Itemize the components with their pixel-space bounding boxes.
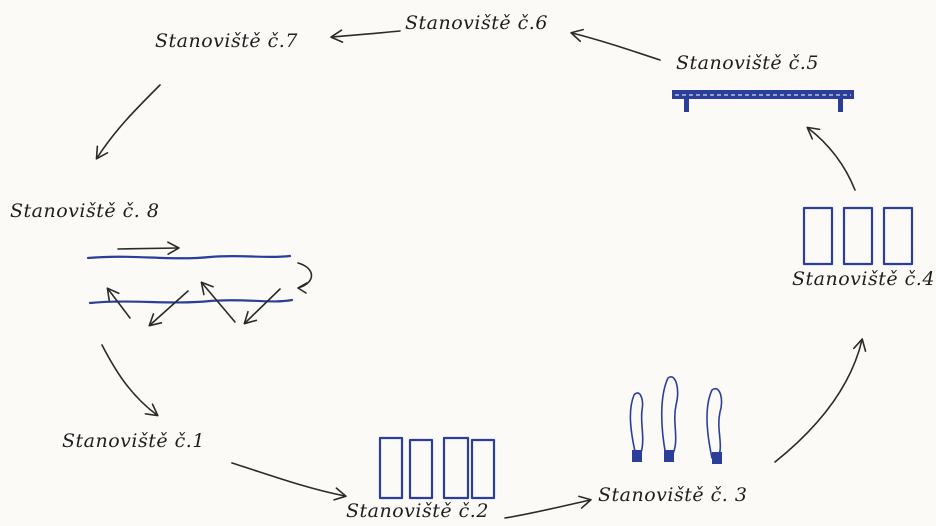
- station-2-boxes: [378, 436, 496, 500]
- station-5-bench: [672, 90, 854, 112]
- station-6-label: Stanoviště č.6: [405, 12, 548, 34]
- station-8-line-bottom: [88, 298, 294, 305]
- arrow-5-to-6: [570, 28, 661, 61]
- station-7-label: Stanoviště č.7: [155, 30, 298, 52]
- station-8-arrow-right: [117, 241, 180, 255]
- station-8-zigzag-4: [243, 288, 281, 325]
- station-8-zigzag-1: [106, 287, 131, 319]
- arrow-7-to-8: [95, 84, 161, 160]
- arrow-2-to-3: [504, 495, 592, 519]
- station-4-label: Stanoviště č.4: [792, 268, 935, 290]
- arrow-3-to-4: [774, 338, 867, 463]
- station-8-zigzag-2: [148, 290, 189, 327]
- station-2-label: Stanoviště č.2: [346, 500, 489, 522]
- arrow-1-to-2: [231, 462, 347, 501]
- station-1-label: Stanoviště č.1: [62, 430, 205, 452]
- station-8-label: Stanoviště č. 8: [10, 200, 160, 222]
- arrow-8-to-1: [101, 344, 159, 417]
- arrow-6-to-7: [330, 29, 401, 43]
- station-4-boxes: [802, 206, 914, 266]
- arrow-4-to-5: [806, 126, 856, 191]
- station-5-label: Stanoviště č.5: [676, 52, 819, 74]
- station-8-turn-arrow: [297, 262, 313, 294]
- station-8-zigzag-3: [200, 281, 236, 323]
- station-8-line-top: [86, 254, 292, 260]
- station-3-label: Stanoviště č. 3: [598, 484, 748, 506]
- station-3-torches: [629, 376, 723, 464]
